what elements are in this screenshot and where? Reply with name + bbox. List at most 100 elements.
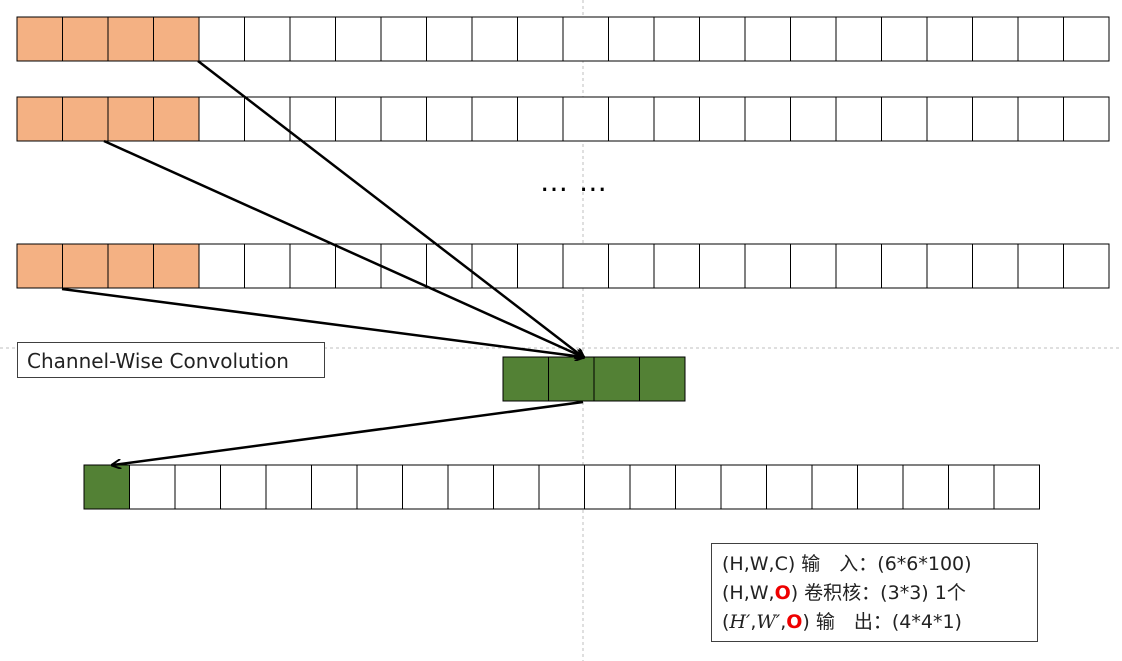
highlighted-cell (16, 243, 63, 289)
info-output-open: ( (722, 611, 730, 633)
highlighted-cell (107, 243, 154, 289)
cell (629, 464, 676, 510)
cell (426, 96, 473, 142)
cell (380, 16, 427, 62)
output-cells (83, 464, 1040, 510)
cell (380, 243, 427, 289)
cell (289, 16, 336, 62)
highlighted-cell (62, 243, 109, 289)
arrows (61, 60, 584, 465)
highlighted-cell (62, 16, 109, 62)
info-kernel-pre: (H,W, (722, 582, 775, 604)
info-line-kernel: (H,W,O) 卷积核：(3*3) 1个 (722, 579, 1037, 608)
arrow-kernel-to-output (113, 400, 584, 465)
cell (608, 96, 655, 142)
output-row (83, 464, 1040, 510)
cell (471, 16, 518, 62)
info-output-post: ) 输 出：(4*4*1) (802, 611, 962, 633)
cell (174, 464, 221, 510)
cell (881, 243, 928, 289)
highlighted-cell (153, 96, 200, 142)
cell (902, 464, 949, 510)
cell (1017, 243, 1064, 289)
arrow-row3-to-kernel (61, 287, 583, 357)
cell (244, 16, 291, 62)
highlighted-cell (153, 16, 200, 62)
cell (811, 464, 858, 510)
cell (835, 16, 882, 62)
highlighted-cell (16, 16, 63, 62)
cell (471, 243, 518, 289)
highlighted-cell (502, 356, 549, 402)
cell (608, 243, 655, 289)
cell (972, 16, 1019, 62)
cell (335, 243, 382, 289)
cell (562, 243, 609, 289)
highlighted-cell (83, 464, 130, 510)
cell (744, 243, 791, 289)
info-input-text: (H,W,C) 输 入：(6*6*100) (722, 553, 972, 575)
cell (993, 464, 1040, 510)
cell (198, 243, 245, 289)
cell (790, 243, 837, 289)
cell (1063, 243, 1110, 289)
cell (562, 16, 609, 62)
cell (562, 96, 609, 142)
info-box: (H,W,C) 输 入：(6*6*100) (H,W,O) 卷积核：(3*3) … (711, 543, 1038, 642)
cell (244, 96, 291, 142)
cell (517, 243, 564, 289)
cell (948, 464, 995, 510)
cell (471, 96, 518, 142)
info-line-output: (H′,W′,O) 输 出：(4*4*1) (722, 608, 1037, 637)
cell (857, 464, 904, 510)
cell (926, 243, 973, 289)
info-line-input: (H,W,C) 输 入：(6*6*100) (722, 550, 1037, 579)
arrow-row2-to-kernel (103, 139, 583, 357)
cell (972, 96, 1019, 142)
cell (198, 96, 245, 142)
cell (699, 16, 746, 62)
cell (675, 464, 722, 510)
cell (1017, 96, 1064, 142)
cell (653, 243, 700, 289)
info-kernel-red: O (774, 582, 791, 604)
cell (881, 16, 928, 62)
info-output-w: W′ (756, 611, 781, 633)
cell (744, 16, 791, 62)
cell (426, 16, 473, 62)
cell (926, 16, 973, 62)
cell (1063, 16, 1110, 62)
cell (493, 464, 540, 510)
info-kernel-post: ) 卷积核：(3*3) 1个 (790, 582, 966, 604)
highlighted-cell (107, 16, 154, 62)
cell (289, 243, 336, 289)
cell (653, 96, 700, 142)
cell (517, 16, 564, 62)
cell (311, 464, 358, 510)
highlighted-cell (593, 356, 640, 402)
cell (720, 464, 767, 510)
highlighted-cell (639, 356, 686, 402)
cell (220, 464, 267, 510)
input-row-3 (16, 243, 1110, 289)
kernel-cells (502, 356, 686, 402)
highlighted-cell (153, 243, 200, 289)
cell (766, 464, 813, 510)
highlighted-cell (107, 96, 154, 142)
cell (835, 243, 882, 289)
input-channel-rows (16, 16, 1110, 289)
cell (356, 464, 403, 510)
cell (790, 96, 837, 142)
input-row-1 (16, 16, 1110, 62)
cell (744, 96, 791, 142)
ellipsis-text: … … (540, 165, 608, 198)
cell (1063, 96, 1110, 142)
cell (608, 16, 655, 62)
cell (699, 243, 746, 289)
input-row-2 (16, 96, 1110, 142)
highlighted-cell (16, 96, 63, 142)
cell (881, 96, 928, 142)
cell (584, 464, 631, 510)
cell (538, 464, 585, 510)
info-output-comma2: , (780, 611, 787, 633)
